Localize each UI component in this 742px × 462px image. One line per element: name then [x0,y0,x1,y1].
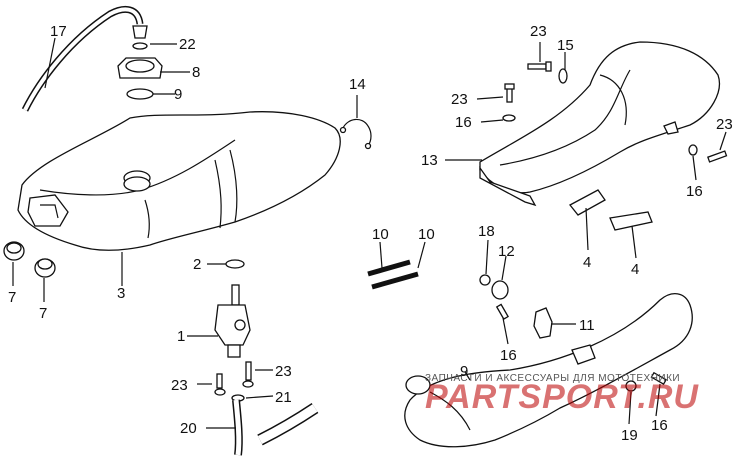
callout-label: 22 [179,36,196,53]
callout-label: 10 [418,226,435,243]
callout-label: 4 [631,261,639,278]
rubber-bushing-part [3,241,56,278]
callout-label: 20 [180,420,197,437]
seat-rubber-part [569,189,653,231]
callout-label: 23 [451,91,468,108]
callout-label: 21 [275,389,292,406]
fuel-tank-part [17,111,341,251]
callout-label: 3 [117,285,125,302]
seat-bolt-part [502,61,728,163]
callout-label: 7 [39,305,47,322]
callout-label: 9 [460,363,468,380]
callout-label: 9 [174,86,182,103]
callout-label: 8 [192,64,200,81]
vent-hose-part [21,5,148,112]
callout-label: 2 [193,256,201,273]
callout-label: 10 [372,226,389,243]
callout-label: 16 [455,114,472,131]
callout-label: 18 [478,223,495,240]
callout-label: 23 [171,377,188,394]
callout-label: 19 [621,427,638,444]
fuel-hose-part [232,399,319,456]
callout-label: 11 [579,317,595,334]
callout-label: 23 [275,363,292,380]
callout-label: 16 [500,347,517,364]
seat-part [479,41,720,207]
callout-label: 12 [498,243,515,260]
callout-label: 1 [177,328,185,345]
decal-strip-part [367,259,419,290]
screw-part [214,361,254,402]
callout-labels: 17 22 8 9 7 7 3 2 1 23 23 21 20 14 10 10… [8,23,733,444]
callout-label: 16 [686,183,703,200]
callout-label: 17 [50,23,67,40]
watermark-text: ЗАПЧАСТИ И АКСЕССУАРЫ ДЛЯ МОТОТЕХНИКИ [425,373,680,384]
callout-label: 13 [421,152,438,169]
callout-label: 15 [557,37,574,54]
leader-lines [12,37,727,429]
callout-label: 23 [716,116,733,133]
exhaust-fastener-part [479,274,553,339]
watermark-logo: PARTSPORT.RU [425,378,699,416]
callout-label: 7 [8,289,16,306]
fuel-petcock-part [214,259,251,358]
callout-label: 16 [651,417,668,434]
clip-part [339,118,372,150]
fuel-cap-part [117,42,163,100]
callout-label: 14 [349,76,366,93]
callout-label: 23 [530,23,547,40]
muffler-part [404,293,693,448]
callout-label: 4 [583,254,591,271]
